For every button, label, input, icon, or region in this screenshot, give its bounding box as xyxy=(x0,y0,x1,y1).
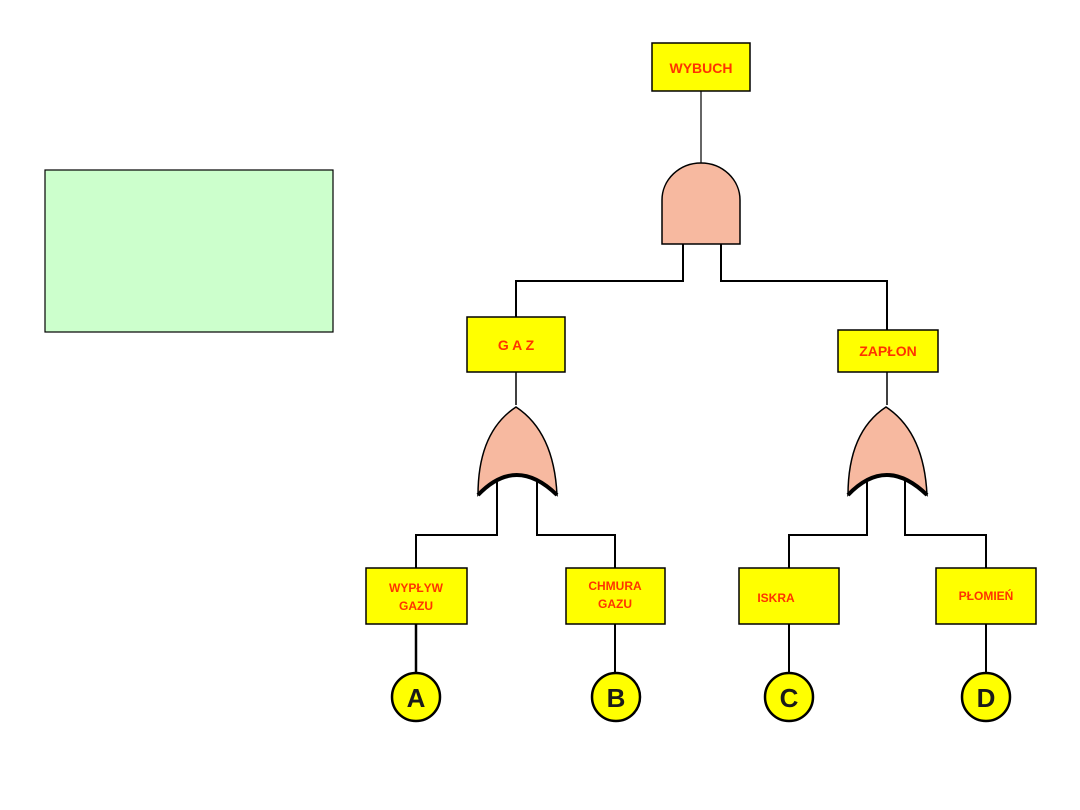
basic-event-b-label: B xyxy=(607,683,626,713)
or-gate-gas-inner-curve xyxy=(476,473,559,497)
event-wyplyw-gazu-label-line2: GAZU xyxy=(399,599,433,613)
basic-event-c[interactable]: C xyxy=(763,671,815,723)
connectors xyxy=(414,91,987,672)
event-wyplyw-gazu[interactable]: WYPŁYW GAZU xyxy=(365,567,468,625)
event-zaplon[interactable]: ZAPŁON xyxy=(837,329,939,373)
or-gate-gas-icon xyxy=(477,406,558,497)
ignition-gate-left-connector xyxy=(788,478,868,568)
ignition-gate-right-connector xyxy=(904,478,987,568)
event-gaz-label: G A Z xyxy=(498,337,535,353)
event-wybuch-label: WYBUCH xyxy=(670,60,733,76)
basic-event-a-label: A xyxy=(407,683,426,713)
and-gate-icon xyxy=(661,162,741,245)
event-chmura-gazu[interactable]: CHMURA GAZU xyxy=(565,567,666,625)
event-chmura-gazu-label-line1: CHMURA xyxy=(588,579,642,593)
gas-gate-left-connector xyxy=(415,478,498,568)
and-gate-left-connector xyxy=(515,244,684,317)
basic-event-d[interactable]: D xyxy=(960,671,1012,723)
event-plomien-label: PŁOMIEŃ xyxy=(959,588,1014,603)
gas-gate-right-connector xyxy=(536,478,616,568)
event-wybuch[interactable]: WYBUCH xyxy=(651,42,751,92)
or-gate-ignition-inner-curve xyxy=(846,473,929,497)
basic-event-d-label: D xyxy=(977,683,996,713)
basic-event-a[interactable]: A xyxy=(390,671,442,723)
event-chmura-gazu-label-line2: GAZU xyxy=(598,597,632,611)
event-iskra[interactable]: ISKRA xyxy=(738,567,840,625)
event-gaz[interactable]: G A Z xyxy=(466,316,566,373)
and-gate-right-connector xyxy=(720,244,888,330)
note-box xyxy=(44,169,334,333)
event-plomien[interactable]: PŁOMIEŃ xyxy=(935,567,1037,625)
basic-event-c-label: C xyxy=(780,683,799,713)
basic-event-b[interactable]: B xyxy=(590,671,642,723)
or-gate-ignition-icon xyxy=(847,406,928,497)
event-wyplyw-gazu-label-line1: WYPŁYW xyxy=(389,581,444,595)
event-iskra-label: ISKRA xyxy=(757,591,795,605)
event-zaplon-label: ZAPŁON xyxy=(859,343,917,359)
